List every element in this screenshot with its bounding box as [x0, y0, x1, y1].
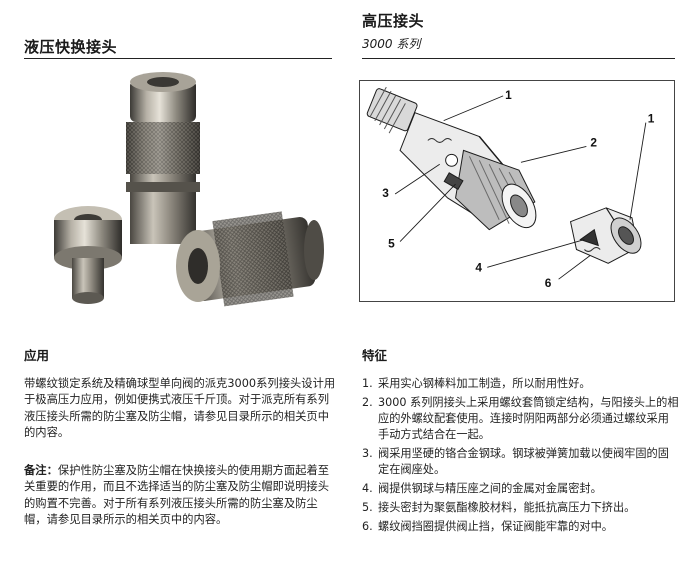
feature-item: 6. 螺纹阀挡圈提供阀止挡，保证阀能牢靠的对中。	[362, 519, 680, 535]
coupling-product-photo	[22, 66, 332, 316]
feature-text: 采用实心钢棒料加工制造，所以耐用性好。	[378, 377, 591, 390]
note-paragraph: 备注：保护性防尘塞及防尘帽在快换接头的使用期方面起着至关重要的作用，而且不选择适…	[24, 463, 336, 529]
feature-number: 4.	[362, 482, 373, 495]
callout-label: 6	[545, 276, 552, 290]
cutaway-diagram: 1 2 3 5 1 4 6	[359, 80, 675, 302]
feature-text: 阀采用坚硬的铬合金钢球。钢球被弹簧加载以使阀牢固的固定在阀座处。	[378, 447, 669, 477]
callout-label: 2	[590, 135, 597, 149]
applications-text: 带螺纹锁定系统及精确球型单向阀的派克3000系列接头设计用于极高压力应用，例如便…	[24, 377, 336, 440]
feature-item: 2. 3000 系列阴接头上采用螺纹套筒锁定结构，与阳接头上的相应的外螺纹配套使用…	[362, 395, 680, 444]
callout-label: 3	[382, 186, 389, 200]
callout-label: 4	[475, 260, 482, 274]
feature-text: 螺纹阀挡圈提供阀止挡，保证阀能牢靠的对中。	[378, 519, 613, 533]
feature-text: 3000 系列阴接头上采用螺纹套筒锁定结构，与阳接头上的相应的外螺纹配套使用。连…	[378, 395, 679, 442]
subtitle-divider	[362, 58, 675, 59]
features-heading: 特征	[362, 348, 388, 363]
series-subtitle: 3000 系列	[362, 37, 421, 51]
feature-item: 4. 阀提供钢球与精压座之间的金属对金属密封。	[362, 481, 680, 497]
feature-item: 5. 接头密封为聚氨酯橡胶材料，能抵抗高压力下挤出。	[362, 500, 680, 516]
feature-number: 2.	[362, 395, 373, 409]
callout-label: 5	[388, 236, 395, 250]
feature-number: 3.	[362, 447, 373, 460]
applications-heading: 应用	[24, 348, 50, 363]
feature-number: 5.	[362, 500, 373, 514]
feature-item: 1. 采用实心钢棒料加工制造，所以耐用性好。	[362, 376, 680, 392]
feature-number: 1.	[362, 377, 373, 390]
page-title: 液压快换接头	[24, 38, 118, 56]
features-list: 1. 采用实心钢棒料加工制造，所以耐用性好。 2. 3000 系列阴接头上采用螺纹套…	[362, 376, 680, 537]
note-label: 备注：	[24, 464, 58, 477]
feature-text: 阀提供钢球与精压座之间的金属对金属密封。	[378, 482, 602, 495]
feature-text: 接头密封为聚氨酯橡胶材料，能抵抗高压力下挤出。	[378, 500, 636, 514]
callout-label: 1	[505, 88, 512, 102]
section-title: 高压接头	[362, 12, 425, 30]
feature-item: 3. 阀采用坚硬的铬合金钢球。钢球被弹簧加载以使阀牢固的固定在阀座处。	[362, 446, 680, 478]
title-divider	[24, 58, 332, 59]
note-text: 保护性防尘塞及防尘帽在快换接头的使用期方面起着至关重要的作用，而且不选择适当的防…	[24, 464, 330, 527]
callout-label: 1	[648, 112, 655, 126]
feature-number: 6.	[362, 519, 373, 533]
